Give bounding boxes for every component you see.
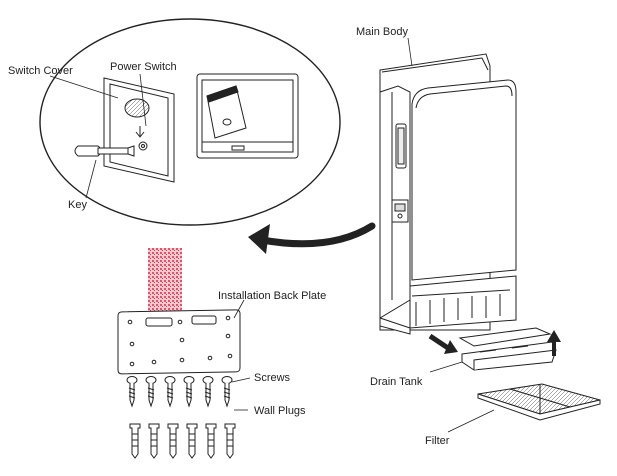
screw bbox=[221, 376, 233, 408]
label-key: Key bbox=[68, 199, 87, 211]
detail-ellipse bbox=[39, 18, 341, 226]
wall-plug bbox=[205, 423, 217, 459]
power-switch-box bbox=[196, 73, 299, 159]
wall-plug bbox=[129, 423, 141, 459]
screws-row bbox=[126, 376, 233, 408]
label-drain-tank: Drain Tank bbox=[370, 376, 423, 388]
filter-part bbox=[477, 383, 601, 421]
label-wall-plugs: Wall Plugs bbox=[254, 405, 306, 417]
screw bbox=[164, 376, 176, 408]
wall-plug bbox=[148, 423, 160, 459]
up-arrow-icon bbox=[547, 330, 561, 356]
leader-lines bbox=[49, 37, 495, 433]
screw bbox=[126, 376, 138, 408]
switch-cover-plate bbox=[103, 77, 175, 183]
label-installation-back-plate: Installation Back Plate bbox=[218, 290, 326, 302]
key-part bbox=[74, 145, 135, 157]
label-switch-cover: Switch Cover bbox=[8, 65, 73, 77]
down-arrow-icon bbox=[428, 333, 458, 354]
wall-plugs-row bbox=[129, 423, 236, 459]
wall-plug bbox=[186, 423, 198, 459]
label-main-body: Main Body bbox=[356, 26, 408, 38]
drain-tank-part bbox=[458, 327, 557, 371]
screw bbox=[183, 376, 195, 408]
wall-plug bbox=[167, 423, 179, 459]
screw bbox=[202, 376, 214, 408]
installation-back-plate bbox=[117, 309, 241, 375]
screw bbox=[145, 376, 157, 408]
label-screws: Screws bbox=[254, 372, 291, 384]
curved-arrow-icon bbox=[248, 222, 376, 254]
label-filter: Filter bbox=[425, 435, 450, 447]
main-body-unit bbox=[379, 53, 517, 335]
label-power-switch: Power Switch bbox=[110, 61, 177, 73]
wall-plug bbox=[224, 423, 236, 459]
